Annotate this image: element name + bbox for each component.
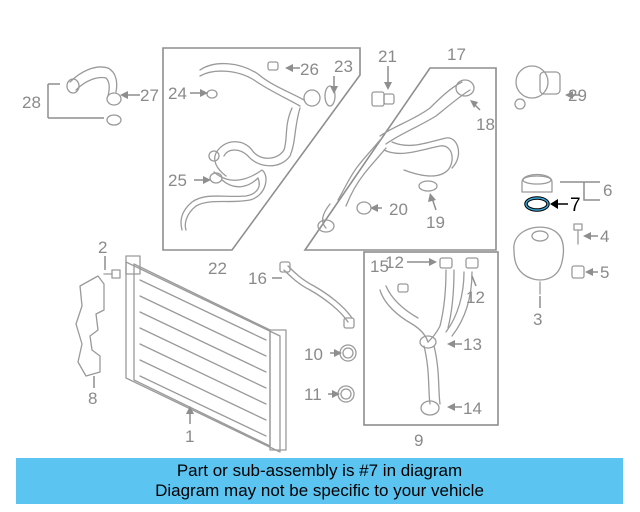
callout-22: 22 bbox=[208, 259, 227, 278]
temp-sensor-21 bbox=[371, 91, 395, 107]
callout-14: 14 bbox=[463, 399, 482, 418]
callout-7: 7 bbox=[570, 195, 581, 216]
group-box-9 bbox=[363, 251, 499, 426]
callout-9: 9 bbox=[414, 431, 423, 450]
parts-diagram: 1 2 3 4 5 6 7 8 9 10 11 12 12 13 14 15 1… bbox=[22, 45, 612, 453]
callout-3: 3 bbox=[533, 310, 542, 329]
bolt-2 bbox=[103, 269, 121, 279]
callout-21: 21 bbox=[378, 47, 397, 66]
banner-line-disclaimer: Diagram may not be specific to your vehi… bbox=[155, 481, 484, 500]
callout-18: 18 bbox=[476, 115, 495, 134]
bracket-8 bbox=[75, 275, 105, 377]
hose-assembly-17 bbox=[317, 79, 475, 233]
callout-19: 19 bbox=[426, 213, 445, 232]
callout-16: 16 bbox=[248, 269, 267, 288]
callout-26: 26 bbox=[300, 60, 319, 79]
hose-part-27 bbox=[66, 66, 122, 126]
callout-5: 5 bbox=[600, 263, 609, 282]
aux-pump-29 bbox=[514, 65, 561, 110]
callout-15: 15 bbox=[370, 257, 389, 276]
group-box-17 bbox=[303, 67, 497, 251]
callout-29: 29 bbox=[568, 86, 587, 105]
callout-6: 6 bbox=[603, 181, 612, 200]
vent-tube-16 bbox=[279, 261, 355, 329]
banner-line-part: Part or sub-assembly is #7 in diagram bbox=[176, 461, 463, 480]
radiator-1 bbox=[125, 255, 287, 453]
coolant-pipe-assembly-9 bbox=[379, 257, 479, 416]
callout-12b: 12 bbox=[466, 288, 485, 307]
reservoir-cap-6 bbox=[521, 173, 553, 193]
callout-17: 17 bbox=[447, 45, 466, 64]
callout-4: 4 bbox=[600, 227, 609, 246]
callout-8: 8 bbox=[88, 389, 97, 408]
callout-27: 27 bbox=[140, 86, 159, 105]
callout-25: 25 bbox=[168, 171, 187, 190]
clip-5 bbox=[571, 265, 585, 279]
callout-1: 1 bbox=[185, 427, 194, 446]
callout-20: 20 bbox=[389, 200, 408, 219]
expansion-tank-3 bbox=[513, 226, 565, 295]
callout-28: 28 bbox=[22, 93, 41, 112]
callout-13: 13 bbox=[463, 335, 482, 354]
callout-11: 11 bbox=[304, 385, 322, 404]
callout-12a: 12 bbox=[385, 253, 404, 272]
callout-2: 2 bbox=[98, 238, 107, 257]
callout-10: 10 bbox=[304, 345, 323, 364]
hose-assembly-22 bbox=[180, 61, 336, 231]
info-banner: Part or sub-assembly is #7 in diagram Di… bbox=[16, 458, 623, 504]
callout-24: 24 bbox=[168, 84, 187, 103]
bolt-4 bbox=[573, 223, 583, 245]
group-box-22 bbox=[162, 47, 361, 251]
callout-23: 23 bbox=[334, 57, 353, 76]
